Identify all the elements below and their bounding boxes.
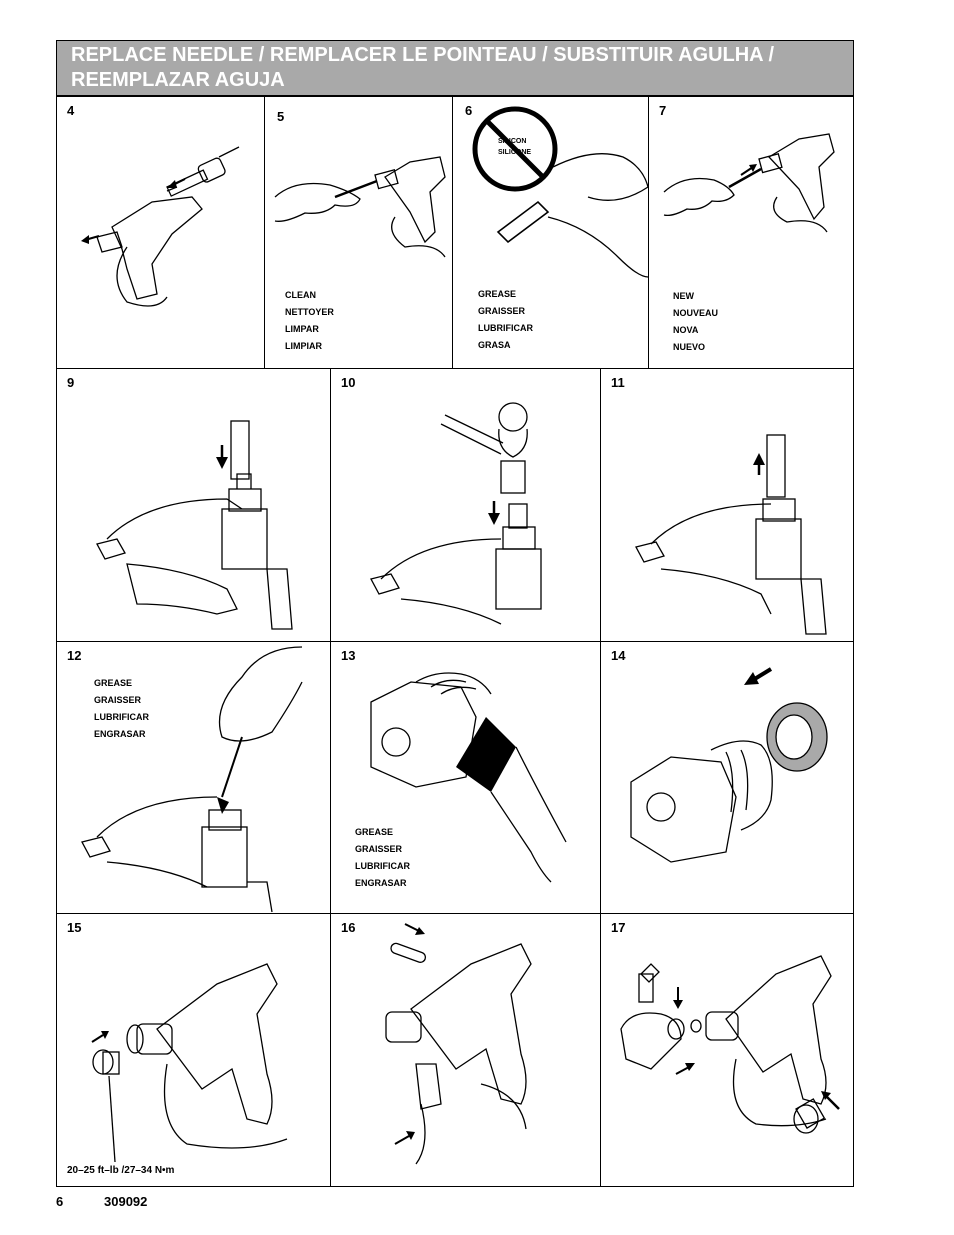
prohibited-icon bbox=[472, 106, 558, 192]
spray-gun-icon bbox=[334, 156, 446, 258]
label-pt: LIMPAR bbox=[285, 324, 319, 334]
arrow-icon bbox=[740, 164, 757, 176]
step-9-panel: 9 bbox=[56, 368, 331, 642]
step-14-panel: 14 bbox=[600, 641, 854, 914]
hand-icon bbox=[218, 646, 303, 798]
tube-icon bbox=[230, 420, 250, 480]
step-number: 7 bbox=[659, 103, 667, 118]
step-16-panel: 16 bbox=[330, 913, 601, 1187]
label-en: GREASE bbox=[355, 827, 394, 837]
step-number: 13 bbox=[341, 648, 356, 663]
spray-gun-icon bbox=[385, 943, 532, 1165]
fitting-nut-icon bbox=[630, 740, 773, 863]
spray-gun-icon bbox=[650, 503, 772, 545]
step-number: 5 bbox=[277, 109, 285, 124]
arrow-icon bbox=[753, 453, 765, 475]
label-es: NUEVO bbox=[673, 342, 706, 352]
arrow-icon bbox=[394, 923, 425, 1145]
fitting-nut-icon bbox=[92, 1049, 120, 1163]
step-number: 17 bbox=[611, 920, 626, 935]
label-en: GREASE bbox=[478, 289, 517, 299]
page-header: REPLACE NEEDLE / REMPLACER LE POINTEAU /… bbox=[56, 40, 854, 96]
spray-gun-icon bbox=[81, 796, 273, 913]
step-5-panel: 5 CLEAN NETTOYER LIMPAR LIMPIAR bbox=[264, 96, 453, 369]
step-15-panel: 15 20–25 ft–lb /27–34 N•m bbox=[56, 913, 331, 1187]
arrow-icon bbox=[488, 501, 500, 525]
hand-icon bbox=[663, 177, 735, 217]
page-number: 6 bbox=[56, 1194, 64, 1209]
prohibit-label-en: SILICON bbox=[498, 138, 527, 145]
label-fr: GRAISSER bbox=[355, 844, 403, 854]
step-6-panel: 6 SILICON SILICONE GREASE GRAISSER LUBRI… bbox=[452, 96, 649, 369]
label-pt: NOVA bbox=[673, 325, 699, 335]
label-es: ENGRASAR bbox=[355, 878, 407, 888]
step-number: 6 bbox=[465, 103, 473, 118]
arrow-icon bbox=[216, 445, 228, 469]
prohibit-label-fr: SILICONE bbox=[498, 149, 532, 156]
step-number: 9 bbox=[67, 375, 75, 390]
document-number: 309092 bbox=[104, 1194, 148, 1209]
page-title: REPLACE NEEDLE / REMPLACER LE POINTEAU /… bbox=[71, 44, 774, 91]
label-en: GREASE bbox=[94, 678, 133, 688]
tube-icon bbox=[766, 434, 786, 498]
step-number: 4 bbox=[67, 103, 75, 118]
step-number: 14 bbox=[611, 648, 626, 663]
label-es: GRASA bbox=[478, 340, 511, 350]
brush-icon bbox=[456, 717, 567, 883]
brush-icon bbox=[217, 797, 229, 814]
arrow-icon bbox=[673, 987, 840, 1110]
step-number: 11 bbox=[611, 375, 625, 390]
seal-ring-icon bbox=[766, 702, 828, 772]
label-pt: LUBRIFICAR bbox=[355, 861, 410, 871]
instruction-labels: NEW NOUVEAU NOVA NUEVO bbox=[673, 288, 718, 356]
arrow-icon bbox=[91, 1031, 109, 1043]
torque-spec: 20–25 ft–lb /27–34 N•m bbox=[67, 1165, 175, 1176]
label-pt: LUBRIFICAR bbox=[478, 323, 533, 333]
hand-icon bbox=[274, 182, 361, 222]
step-10-panel: 10 bbox=[330, 368, 601, 642]
step-17-panel: 17 bbox=[600, 913, 854, 1187]
label-es: ENGRASAR bbox=[94, 729, 146, 739]
spray-gun-icon bbox=[106, 498, 243, 540]
spray-gun-icon bbox=[728, 133, 835, 233]
fitting-nut-icon bbox=[793, 1098, 826, 1134]
hand-icon bbox=[496, 153, 648, 278]
instruction-labels: GREASE GRAISSER LUBRIFICAR GRASA bbox=[478, 286, 533, 354]
step-13-panel: 13 GREASE GRAISSER LUBRIFICAR ENGRASAR bbox=[330, 641, 601, 914]
arrow-icon bbox=[744, 667, 773, 685]
label-en: CLEAN bbox=[285, 290, 316, 300]
spray-tip-icon bbox=[620, 963, 702, 1070]
label-fr: GRAISSER bbox=[94, 695, 142, 705]
prohibited-labels: SILICON SILICONE bbox=[498, 136, 531, 158]
hammer-icon bbox=[440, 402, 528, 494]
step-11-panel: 11 bbox=[600, 368, 854, 642]
spray-gun-icon bbox=[81, 146, 240, 307]
step-7-panel: 7 NEW NOUVEAU NOVA NUEVO bbox=[648, 96, 854, 369]
spray-gun-icon bbox=[126, 963, 288, 1149]
step-number: 16 bbox=[341, 920, 356, 935]
label-fr: NOUVEAU bbox=[673, 308, 719, 318]
spray-gun-icon bbox=[705, 955, 832, 1127]
step-12-panel: 12 GREASE GRAISSER LUBRIFICAR ENGRASAR bbox=[56, 641, 331, 914]
label-pt: LUBRIFICAR bbox=[94, 712, 149, 722]
label-en: NEW bbox=[673, 291, 694, 301]
label-fr: NETTOYER bbox=[285, 307, 334, 317]
step-number: 12 bbox=[67, 648, 82, 663]
label-fr: GRAISSER bbox=[478, 306, 526, 316]
arrow-icon bbox=[81, 178, 186, 244]
step-number: 10 bbox=[341, 375, 356, 390]
instruction-labels: CLEAN NETTOYER LIMPAR LIMPIAR bbox=[285, 287, 334, 355]
steps-grid: 4 5 bbox=[56, 96, 854, 1187]
tube-icon bbox=[390, 942, 427, 963]
step-4-panel: 4 bbox=[56, 96, 265, 369]
label-es: LIMPIAR bbox=[285, 341, 322, 351]
step-number: 15 bbox=[67, 920, 82, 935]
spray-gun-icon bbox=[370, 503, 542, 625]
instruction-labels: GREASE GRAISSER LUBRIFICAR ENGRASAR bbox=[355, 824, 410, 892]
instruction-labels: GREASE GRAISSER LUBRIFICAR ENGRASAR bbox=[94, 675, 149, 743]
